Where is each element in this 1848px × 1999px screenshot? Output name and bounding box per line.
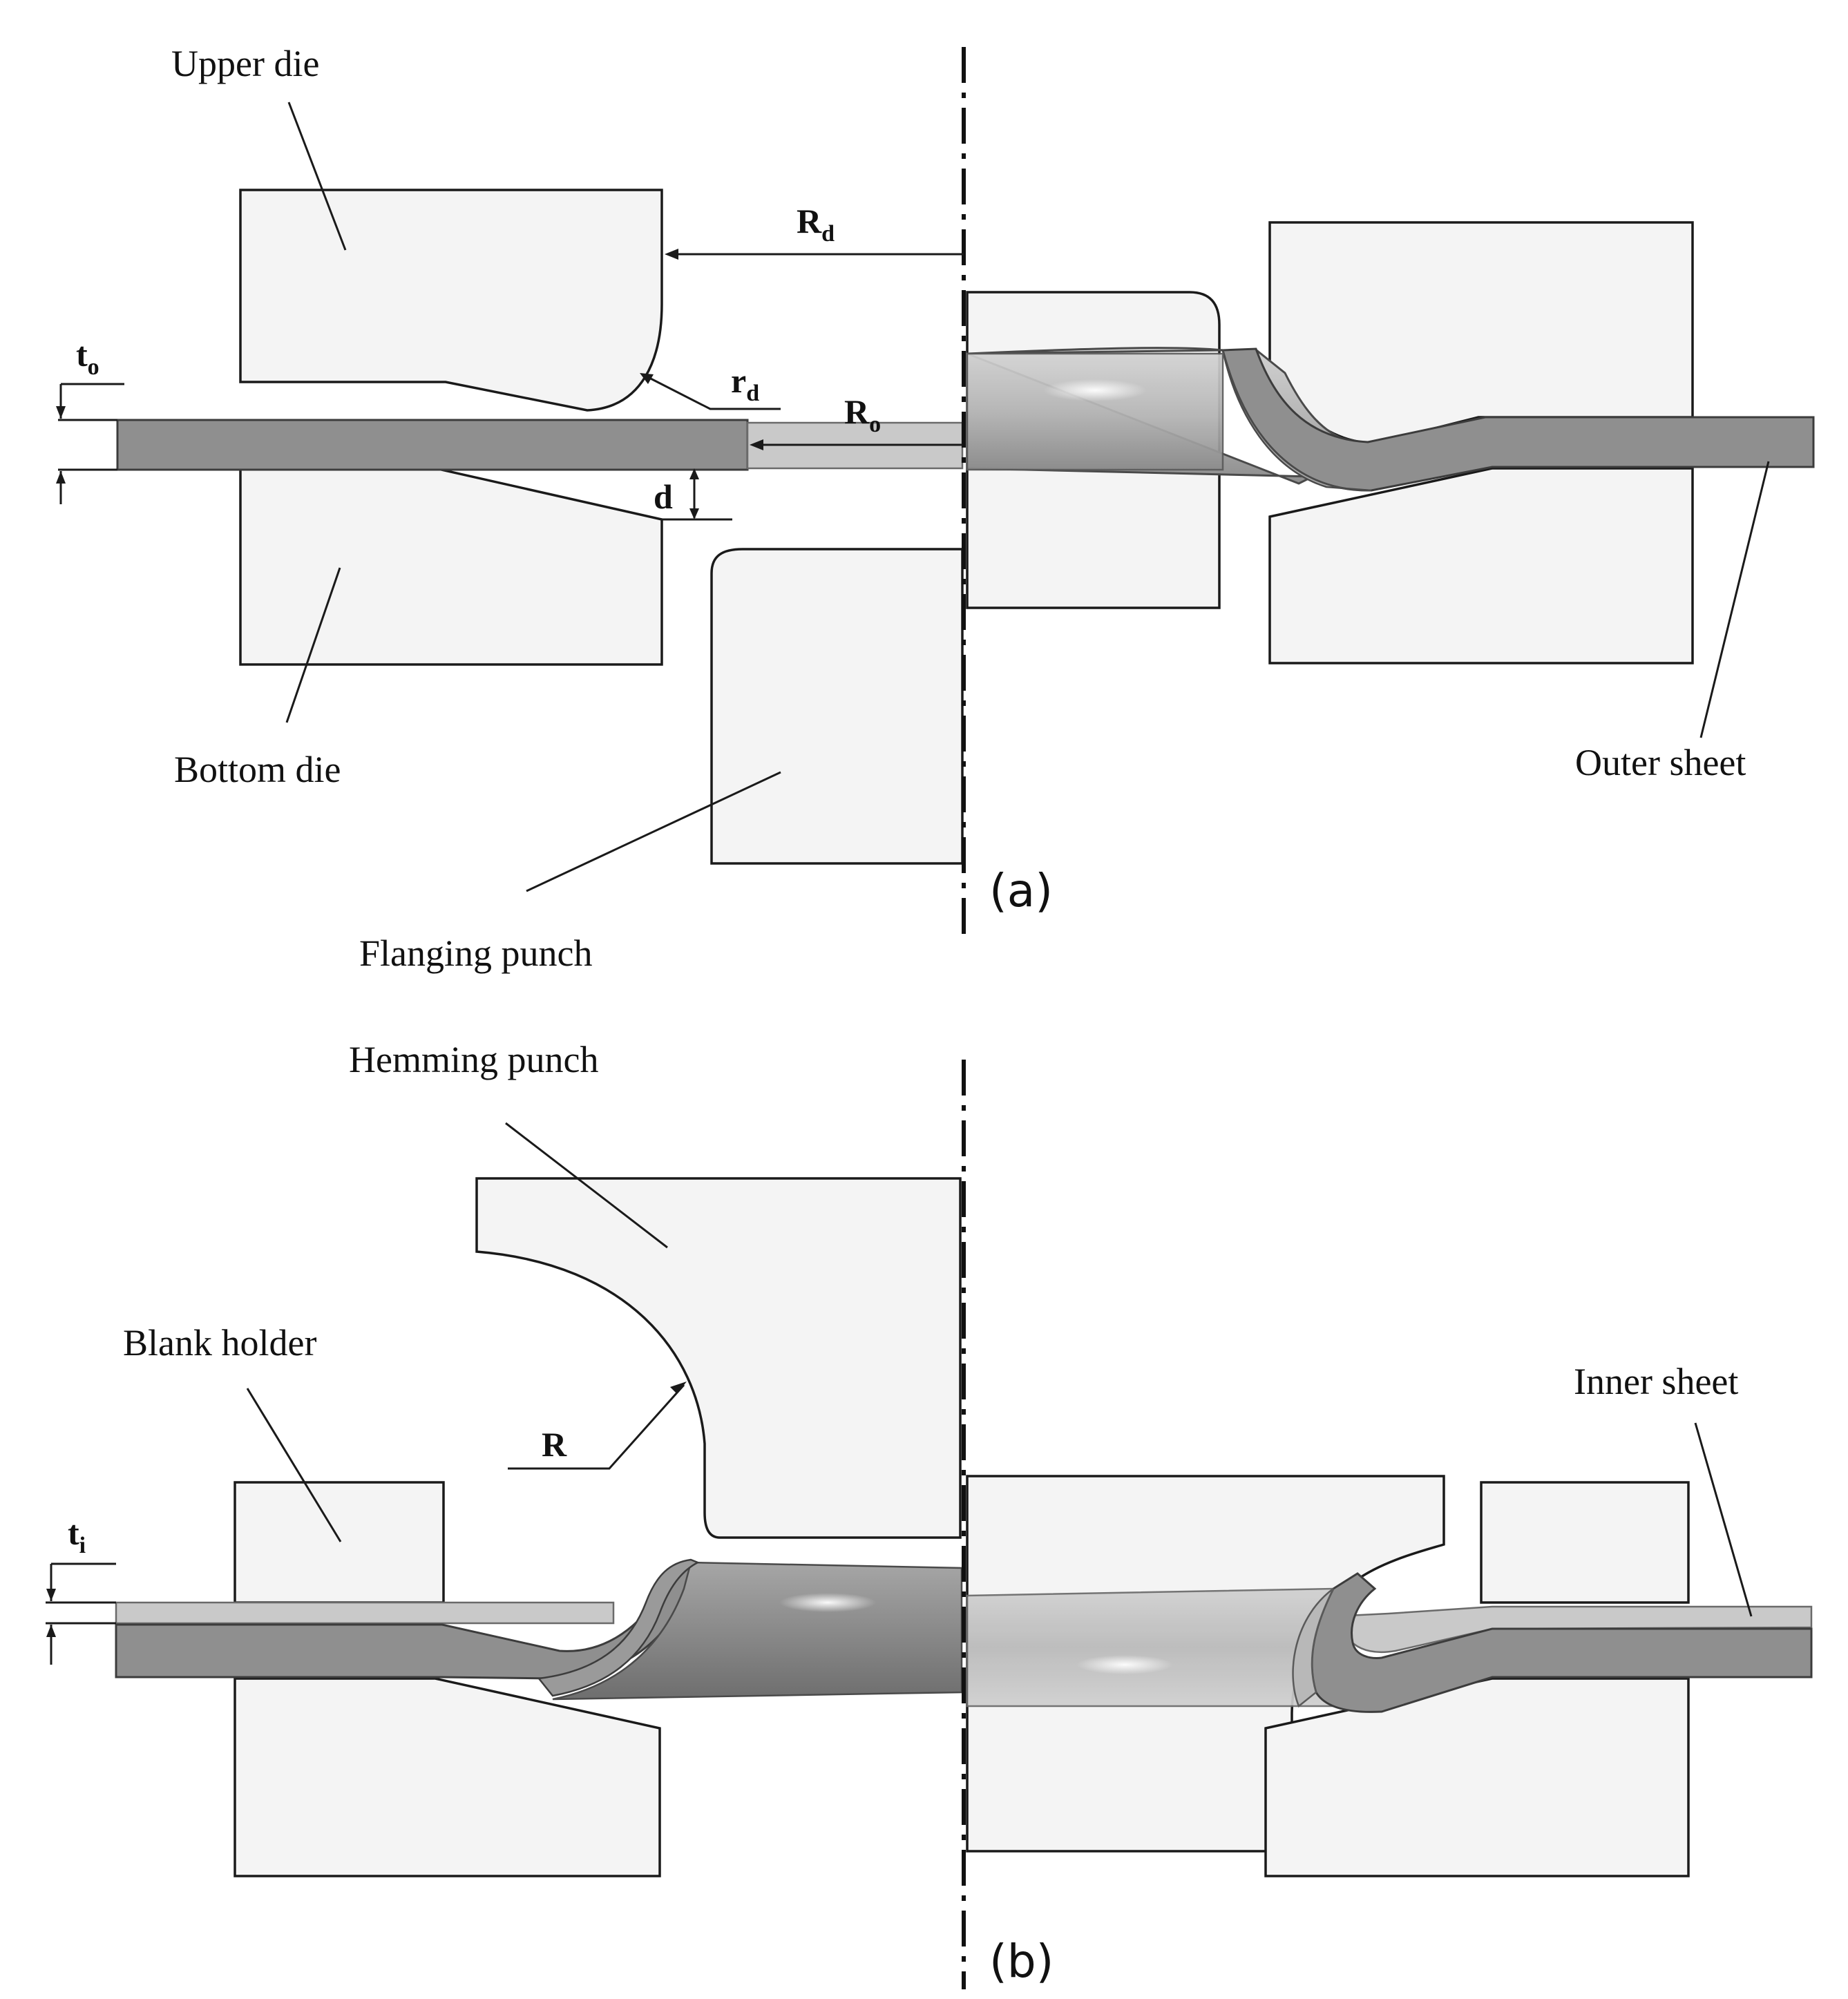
outer-sheet-band — [966, 352, 1224, 471]
upper-die — [239, 189, 663, 412]
blank-holder-leader — [246, 1388, 342, 1542]
bottom-die — [239, 467, 663, 666]
blank-holder-right — [1480, 1481, 1690, 1604]
bottom-die-leader — [285, 567, 341, 723]
inner-sheet-left — [115, 1601, 615, 1625]
upper-die-label: Upper die — [171, 43, 319, 84]
outer-sheet-left — [116, 419, 749, 471]
upper-die-right — [1268, 221, 1694, 445]
dimension-Rd-arrow — [665, 249, 678, 260]
panel-b: R ti Hemming punch Blank holder Inner sh… — [46, 1039, 1813, 1989]
dimension-rd-arrow — [640, 373, 654, 384]
dimension-R-arrow — [670, 1381, 687, 1394]
sheet-highlight-b2 — [1076, 1655, 1173, 1674]
bottom-die-b — [234, 1677, 661, 1877]
dimension-R-leader — [508, 1384, 685, 1470]
outer-sheet-label: Outer sheet — [1575, 742, 1746, 783]
dimension-ti-label: ti — [68, 1513, 86, 1558]
dimension-d-arrow-top — [689, 468, 699, 479]
dimension-Ro-label: Ro — [844, 392, 881, 437]
blank-holder — [234, 1481, 445, 1604]
flanging-punch-leader — [526, 771, 781, 892]
bottom-die-right — [1268, 467, 1694, 664]
dimension-Ro-arrow — [750, 439, 763, 450]
panel-a: Rd Ro rd to d Upper die — [56, 43, 1815, 974]
hemming-punch-label: Hemming punch — [349, 1039, 598, 1080]
inner-sheet-label: Inner sheet — [1574, 1361, 1738, 1402]
dimension-to-arrow-bottom — [56, 471, 66, 484]
dimension-R-label: R — [542, 1425, 567, 1464]
inner-sheet-leader — [1694, 1422, 1753, 1617]
outer-sheet-leader — [1699, 461, 1770, 738]
dimension-Rd-label: Rd — [797, 202, 835, 247]
upper-die-leader — [287, 102, 347, 251]
dimension-to-arrow-top — [56, 406, 66, 419]
outer-sheet-curl — [1221, 350, 1372, 492]
hemming-punch — [475, 1177, 962, 1539]
outer-sheet-hem-curl — [537, 1558, 700, 1697]
dimension-rd-leader — [642, 373, 781, 410]
outer-sheet-band-right — [966, 1587, 1349, 1708]
panel-a-tag: (a) — [989, 864, 1053, 917]
sheet-highlight-a — [1043, 379, 1147, 401]
dimension-to-label: to — [76, 335, 99, 380]
bottom-die-label: Bottom die — [174, 749, 341, 790]
dimension-ti-arrow-top — [46, 1589, 56, 1601]
sheet-highlight-b1 — [779, 1593, 876, 1612]
dimension-rd-label: rd — [731, 361, 759, 406]
flanging-punch-label: Flanging punch — [359, 932, 592, 974]
outer-sheet-hem-band — [552, 1561, 963, 1701]
dimension-d-arrow-bottom — [689, 508, 699, 519]
bottom-die-b-right — [1264, 1677, 1690, 1877]
flanging-punch — [710, 548, 964, 865]
hemming-punch-leader — [505, 1122, 668, 1249]
dimension-ti-arrow-bottom — [46, 1625, 56, 1637]
dimension-d-label: d — [654, 477, 673, 516]
blank-holder-label: Blank holder — [123, 1322, 316, 1364]
outer-sheet-hem-right — [1292, 1587, 1335, 1708]
panel-b-tag: (b) — [989, 1935, 1054, 1988]
